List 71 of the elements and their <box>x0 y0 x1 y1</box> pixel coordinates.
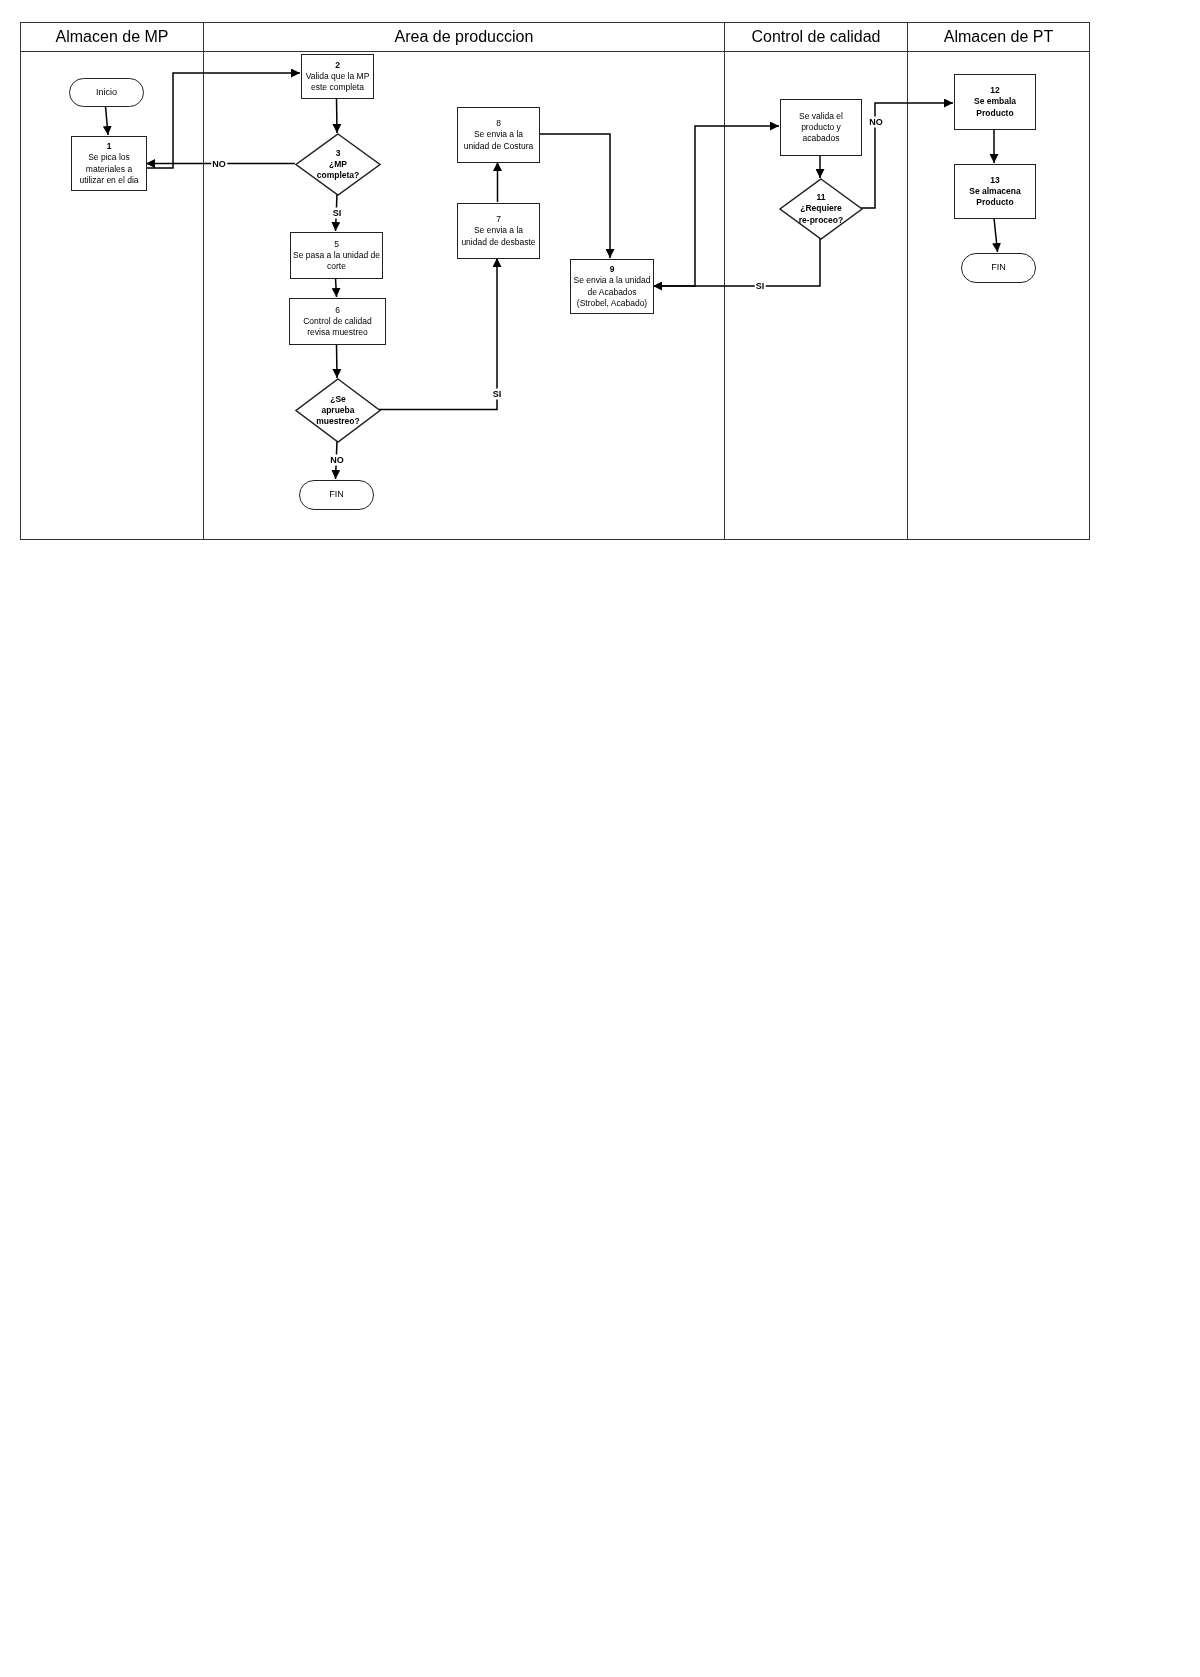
step-number: 3 <box>335 147 341 159</box>
edge-label: SI <box>754 280 766 292</box>
lane-title: Almacen de PT <box>943 28 1054 46</box>
step-number: 13 <box>990 174 1000 186</box>
arrow <box>860 98 954 209</box>
terminator <box>299 480 374 510</box>
arrow <box>332 343 342 379</box>
edge-label: SI <box>331 207 343 219</box>
edge-label: NO <box>868 116 884 128</box>
edge-label: SI <box>491 388 503 400</box>
process-box <box>954 74 1036 130</box>
swimlane <box>907 22 1090 540</box>
arrow <box>145 68 301 169</box>
step-number: 7 <box>496 214 501 226</box>
arrow <box>331 277 341 298</box>
lane-title: Area de produccion <box>394 28 534 46</box>
decision-diamond <box>296 379 380 442</box>
step-label: FIN <box>991 262 1006 274</box>
decision-diamond <box>296 134 380 195</box>
arrow <box>378 257 502 411</box>
arrow <box>102 105 112 136</box>
arrow <box>989 128 999 164</box>
swimlane <box>20 22 204 540</box>
process-box <box>780 99 862 156</box>
lane-title: Control de calidad <box>751 28 881 46</box>
process-box <box>570 259 654 314</box>
step-label: FIN <box>329 489 344 501</box>
process-box <box>301 54 374 99</box>
terminator <box>961 253 1036 283</box>
process-box <box>457 203 540 259</box>
arrow <box>332 97 342 134</box>
process-box <box>290 232 383 279</box>
process-box <box>457 107 540 163</box>
step-number: 8 <box>496 118 501 130</box>
step-number: 5 <box>334 238 339 250</box>
step-label: Se almacena Producto <box>968 185 1022 209</box>
arrow <box>652 237 821 291</box>
step-label: Se embala Producto <box>972 96 1018 119</box>
step-label: Control de calidad revisa muestreo <box>302 315 373 339</box>
step-number: 9 <box>609 264 615 276</box>
step-number: 1 <box>106 141 112 153</box>
step-number: 6 <box>335 304 340 316</box>
arrow <box>538 133 615 259</box>
terminator <box>69 78 144 107</box>
arrow <box>992 217 1002 253</box>
step-number: 12 <box>990 85 1000 97</box>
step-label: Inicio <box>96 86 117 99</box>
step-label: ¿Requiere re-proceo? <box>797 203 845 226</box>
step-label: Se envia a la unidad de desbaste <box>460 225 537 248</box>
step-number: 2 <box>335 59 340 71</box>
step-label: Se pica los materiales a utilizar en el dia <box>78 152 140 186</box>
step-label: Se envia a la unidad de Costura <box>462 129 535 152</box>
step-label: Se envia a la unidad de Acabados (Strobel, Acabado) <box>573 275 651 309</box>
process-box <box>954 164 1036 219</box>
process-box <box>289 298 386 345</box>
step-label: ¿MP completa? <box>315 158 361 182</box>
edge-label: NO <box>329 454 345 466</box>
arrow <box>493 161 502 203</box>
swimlane <box>724 22 908 540</box>
lane-title: Almacen de MP <box>55 28 169 46</box>
swimlane <box>203 22 725 540</box>
edge-label: NO <box>211 158 227 169</box>
step-number: 11 <box>816 192 826 204</box>
process-box <box>71 136 147 191</box>
arrow <box>145 159 296 168</box>
step-label: Se valida el producto y acabados <box>798 110 844 145</box>
decision-diamond <box>780 179 862 239</box>
arrow <box>815 154 825 179</box>
step-label: Se pasa a la unidad de corte <box>293 249 380 273</box>
step-label: ¿Se aprueba muestreo? <box>315 393 361 428</box>
step-label: Valida que la MP este completa <box>304 70 371 94</box>
